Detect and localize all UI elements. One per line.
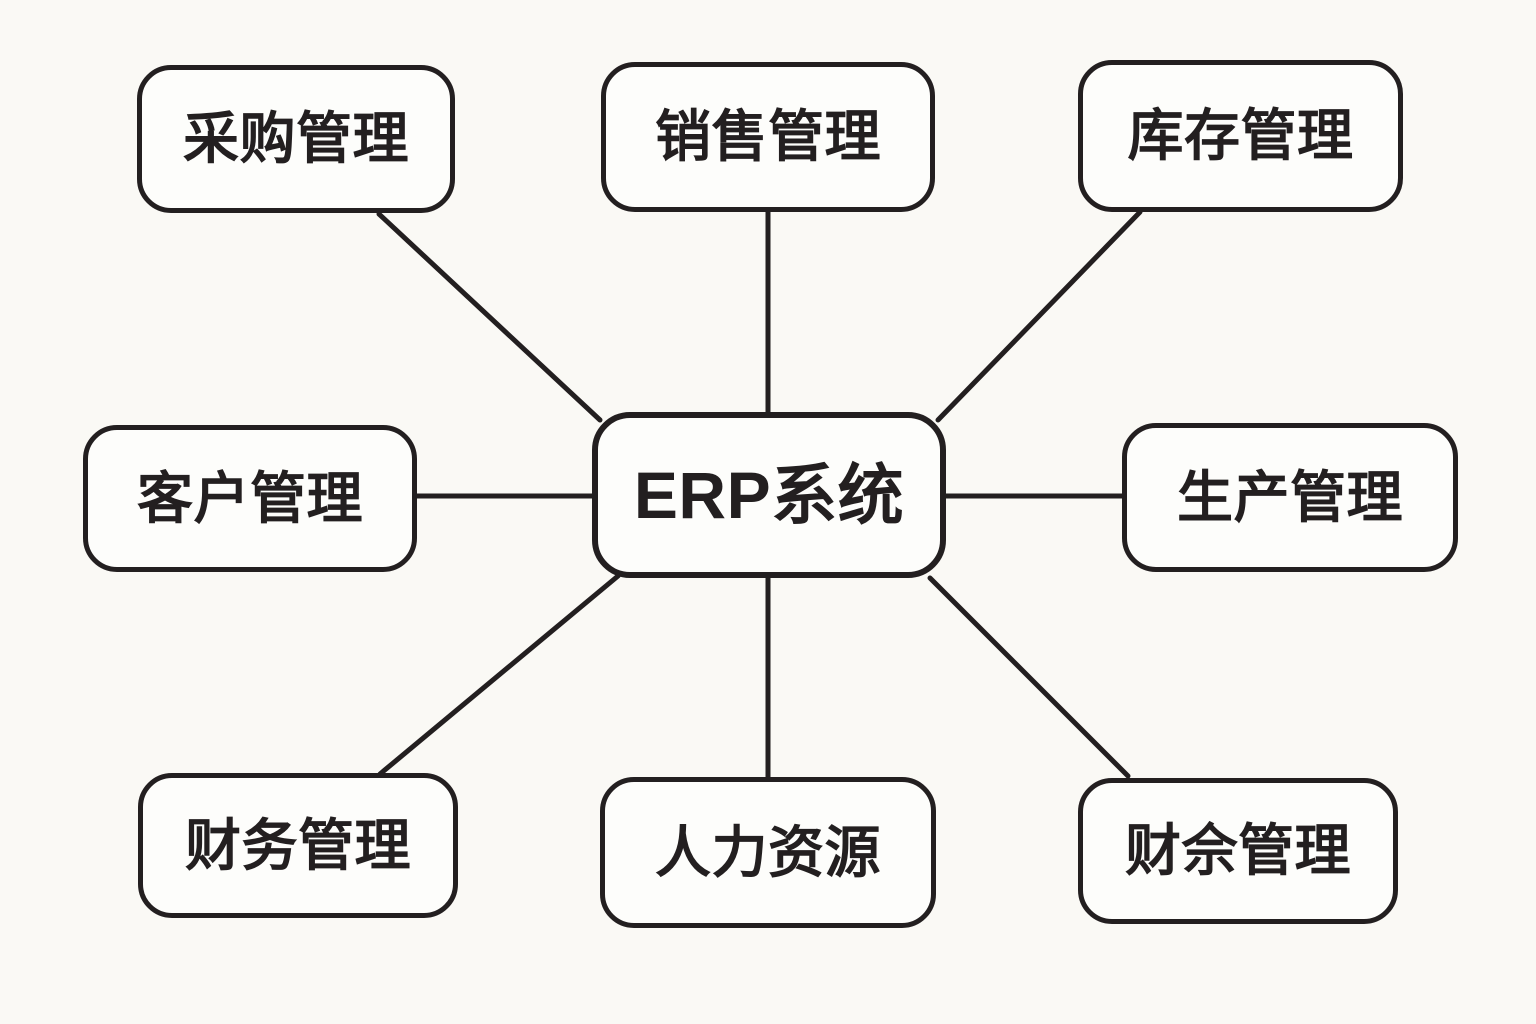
edge-erp-system-to-asset-management [927, 575, 1131, 779]
node-human-resources[interactable]: 人力资源 [600, 777, 936, 928]
node-inventory-management[interactable]: 库存管理 [1078, 60, 1403, 212]
node-label: 库存管理 [1127, 104, 1354, 167]
node-label: 财务管理 [185, 813, 411, 877]
connector-lines [376, 209, 1143, 780]
node-finance-management[interactable]: 财务管理 [138, 773, 458, 918]
edge-erp-system-to-purchasing-management [376, 211, 603, 423]
node-sales-management[interactable]: 销售管理 [601, 62, 935, 212]
node-label: 财佘管理 [1125, 819, 1351, 882]
node-purchasing-management[interactable]: 采购管理 [137, 65, 455, 213]
node-label: 销售管理 [655, 105, 881, 168]
node-asset-management[interactable]: 财佘管理 [1078, 778, 1398, 924]
node-label: 生产管理 [1177, 465, 1403, 529]
node-label: 人力资源 [655, 820, 881, 884]
node-label: 采购管理 [183, 107, 409, 170]
node-production-management[interactable]: 生产管理 [1122, 423, 1458, 572]
node-label: ERP系统 [633, 458, 905, 532]
edge-erp-system-to-inventory-management [935, 209, 1143, 423]
node-customer-management[interactable]: 客户管理 [83, 425, 417, 572]
node-erp-system-center[interactable]: ERP系统 [592, 412, 946, 578]
node-label: 客户管理 [137, 466, 363, 530]
edge-erp-system-to-finance-management [377, 573, 621, 777]
